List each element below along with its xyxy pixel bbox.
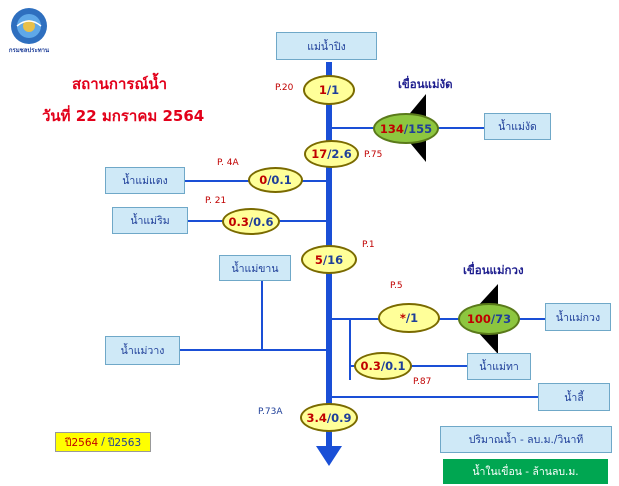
station-label-p87: P.87 xyxy=(413,377,432,387)
mae-kuang-dam-lower-icon xyxy=(476,330,498,354)
rid-seal-icon xyxy=(11,8,47,44)
dam-name-mae-ngat: เขื่อนแม่งัด xyxy=(398,77,453,91)
station-label-p1: P.1 xyxy=(362,240,375,250)
station-label-p5: P.5 xyxy=(390,281,403,291)
river-li: น้ำลี้ xyxy=(538,383,610,411)
river-mae-kuang: น้ำแม่กวง xyxy=(545,303,611,331)
legend-years: ปี2564 / ปี2563 xyxy=(55,432,151,452)
station-label-p4a: P. 4A xyxy=(217,158,239,168)
mae-kuang-dam-upper-icon xyxy=(476,284,498,308)
legend-dam-unit: น้ำในเขื่อน - ล้านลบ.ม. xyxy=(443,459,608,484)
station-p4a-value: 0/0.1 xyxy=(248,167,303,193)
dam-mae-ngat-storage: 134/155 xyxy=(373,113,439,144)
river-mae-wang: น้ำแม่วาง xyxy=(105,336,180,365)
mae-ngat-dam-lower-icon xyxy=(406,138,426,162)
river-mae-khan: น้ำแม่ขาน xyxy=(219,255,291,281)
station-p73a-value: 3.4/0.9 xyxy=(300,403,358,432)
station-p21-value: 0.3/0.6 xyxy=(222,208,280,235)
station-p75-value: 17/2.6 xyxy=(304,140,359,168)
rid-logo: กรมชลประทาน xyxy=(4,4,54,54)
station-p20-value: 1/1 xyxy=(303,75,355,105)
page-title: สถานการณ์น้ำ xyxy=(72,75,168,93)
station-label-p73a: P.73A xyxy=(258,407,283,417)
report-date: วันที่ 22 มกราคม 2564 xyxy=(42,107,205,125)
station-p5-value: */1 xyxy=(378,303,440,333)
mae-ngat-dam-upper-icon xyxy=(406,94,426,118)
river-mae-tha: น้ำแม่ทา xyxy=(467,353,531,380)
legend-flow-unit: ปริมาณน้ำ - ลบ.ม./วินาที xyxy=(440,426,612,453)
dam-mae-kuang-storage: 100/73 xyxy=(458,303,520,335)
dam-name-mae-kuang: เขื่อนแม่กวง xyxy=(463,263,524,277)
station-label-p21: P. 21 xyxy=(205,196,227,206)
station-label-p20: P.20 xyxy=(275,83,294,93)
river-ping: แม่น้ำปิง xyxy=(276,32,377,60)
legend-year-separator: / xyxy=(101,436,105,448)
river-mae-taeng: น้ำแม่แตง xyxy=(105,167,185,194)
station-p1-value: 5/16 xyxy=(301,245,357,274)
station-label-p75: P.75 xyxy=(364,150,383,160)
legend-year-previous: ปี2563 xyxy=(107,436,142,449)
station-p87-value: 0.3/0.1 xyxy=(354,352,412,380)
river-mae-ngat: น้ำแม่งัด xyxy=(484,113,551,140)
flow-direction-arrow xyxy=(316,446,342,466)
legend-year-current: ปี2564 xyxy=(64,436,99,449)
river-mae-rim: น้ำแม่ริม xyxy=(112,207,188,234)
logo-caption: กรมชลประทาน xyxy=(8,47,50,54)
